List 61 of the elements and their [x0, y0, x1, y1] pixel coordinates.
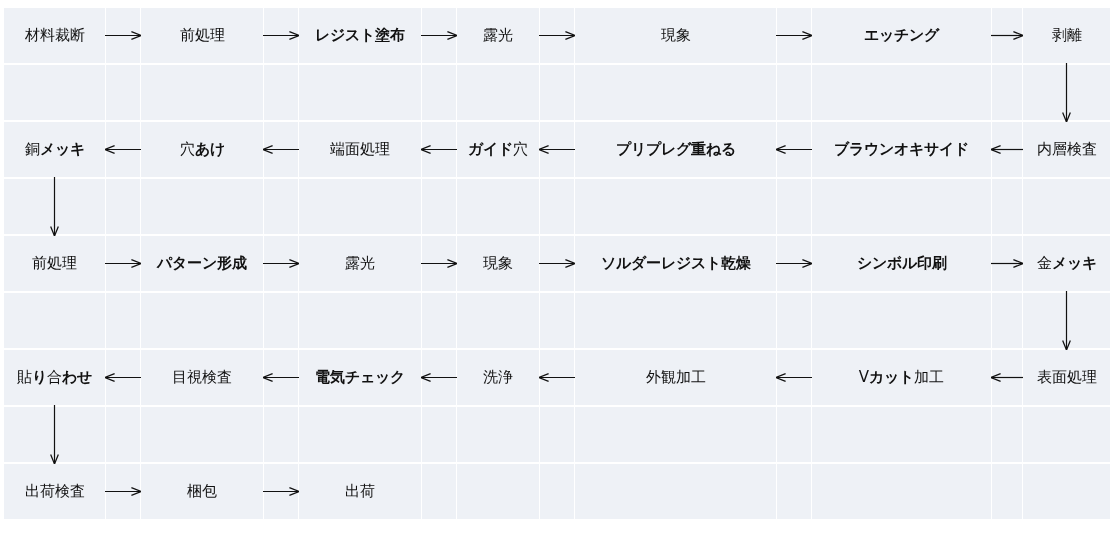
arrow	[420, 373, 458, 382]
process-step: エッチング	[812, 8, 991, 63]
arrow	[1062, 62, 1071, 123]
process-step: ガイド穴	[457, 122, 539, 177]
arrow	[104, 487, 142, 496]
arrow	[775, 145, 813, 154]
process-step: レジスト塗布	[299, 8, 421, 63]
process-step: ブラウンオキサイド	[812, 122, 991, 177]
process-step: 目視検査	[141, 350, 263, 405]
arrow	[262, 145, 300, 154]
process-step: 前処理	[4, 236, 105, 291]
process-step: 貼り合わせ	[4, 350, 105, 405]
process-step: 露光	[457, 8, 539, 63]
arrow	[262, 373, 300, 382]
arrow	[420, 259, 458, 268]
arrow	[1062, 290, 1071, 351]
arrow	[104, 259, 142, 268]
process-step: シンボル印刷	[812, 236, 991, 291]
process-step: 銅メッキ	[4, 122, 105, 177]
process-step: 前処理	[141, 8, 263, 63]
process-step: 外観加工	[575, 350, 776, 405]
arrow	[775, 31, 813, 40]
arrow	[538, 31, 576, 40]
process-step: 露光	[299, 236, 421, 291]
process-step: 電気チェック	[299, 350, 421, 405]
arrow	[775, 259, 813, 268]
arrow	[990, 373, 1024, 382]
arrow	[262, 487, 300, 496]
arrow	[538, 145, 576, 154]
arrow	[262, 259, 300, 268]
process-step: 現象	[575, 8, 776, 63]
process-step: 金メッキ	[1023, 236, 1110, 291]
process-step: 材料裁断	[4, 8, 105, 63]
arrow	[104, 145, 142, 154]
process-step: プリプレグ重ねる	[575, 122, 776, 177]
arrow	[538, 259, 576, 268]
arrow	[990, 145, 1024, 154]
process-step: ソルダーレジスト乾燥	[575, 236, 776, 291]
process-step: 出荷検査	[4, 464, 105, 519]
process-step: 洗浄	[457, 350, 539, 405]
process-step: パターン形成	[141, 236, 263, 291]
arrow	[990, 31, 1024, 40]
process-step: 現象	[457, 236, 539, 291]
arrow	[420, 31, 458, 40]
arrow	[990, 259, 1024, 268]
arrow	[775, 373, 813, 382]
process-step: Vカット加工	[812, 350, 991, 405]
arrow	[538, 373, 576, 382]
arrow	[104, 31, 142, 40]
arrow	[104, 373, 142, 382]
process-step: 出荷	[299, 464, 421, 519]
process-step: 剥離	[1023, 8, 1110, 63]
arrow	[420, 145, 458, 154]
process-step: 梱包	[141, 464, 263, 519]
process-step: 穴あけ	[141, 122, 263, 177]
process-step: 端面処理	[299, 122, 421, 177]
arrow	[262, 31, 300, 40]
arrow	[50, 404, 59, 465]
process-step: 表面処理	[1023, 350, 1110, 405]
arrow	[50, 176, 59, 237]
process-step: 内層検査	[1023, 122, 1110, 177]
